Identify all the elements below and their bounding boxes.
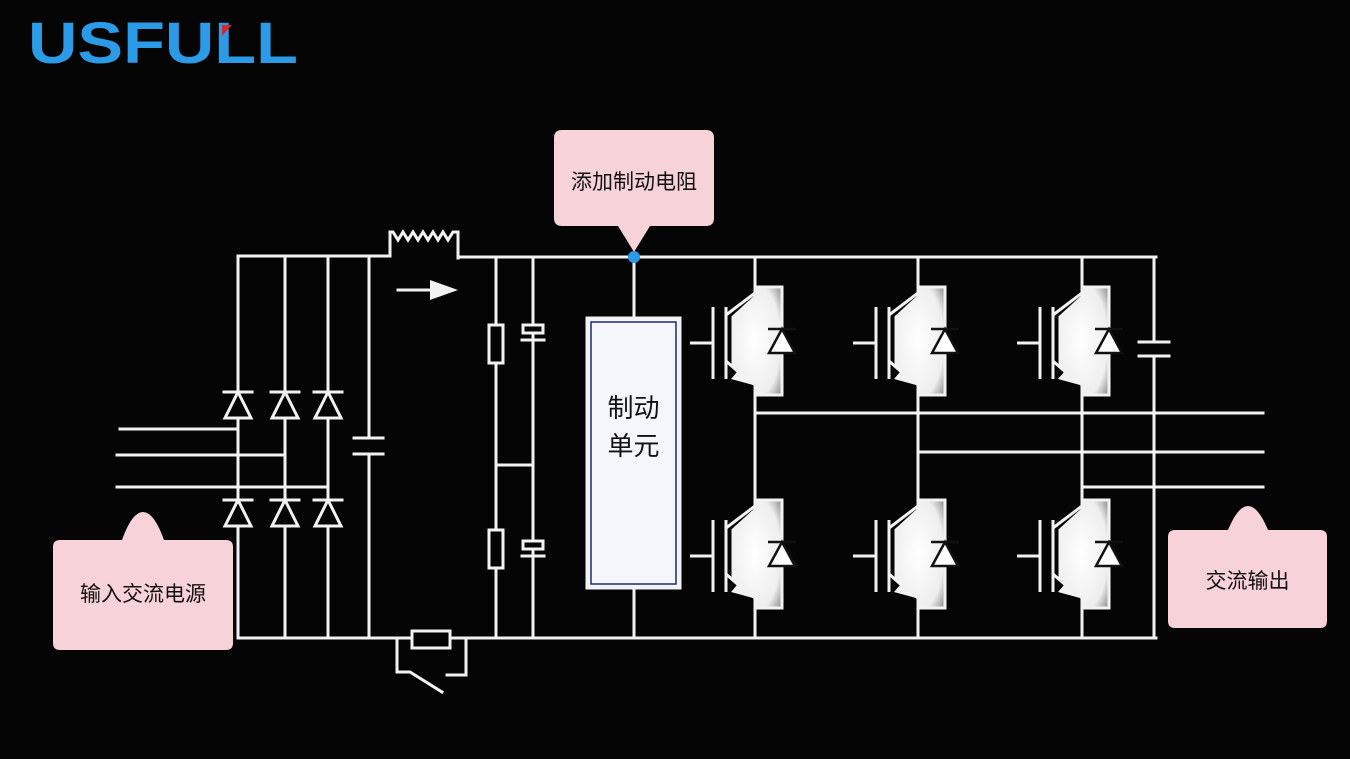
igbt-w-low (1017, 498, 1125, 610)
usfull-logo: USFULL (28, 14, 298, 74)
diode-d1 (222, 388, 254, 420)
output-capacitor (1080, 255, 1171, 640)
bypass-contactor (395, 629, 468, 695)
rectifier-top-rail (236, 230, 392, 640)
bypass-resistor (410, 629, 452, 650)
dc-capacitor-c2 (520, 323, 546, 342)
diode-d4 (222, 496, 254, 528)
igbt-modules (690, 285, 1125, 610)
balancing-resistor-r2 (487, 528, 505, 570)
ac-output-lines (753, 411, 1265, 489)
logo-red-accent (222, 25, 232, 36)
callout-ac-input (53, 512, 233, 650)
diode-d3 (312, 388, 344, 420)
precharge-resistor (388, 229, 460, 260)
diode-d2 (269, 388, 301, 420)
braking-node-dot (628, 251, 640, 263)
logo-text: USFULL (28, 11, 298, 76)
diode-d6 (312, 496, 344, 528)
dc-link-balancing (487, 255, 546, 640)
igbt-w-high (1017, 285, 1125, 397)
igbt-u-low (690, 498, 798, 610)
braking-unit-label: 制动 单元 (587, 390, 680, 466)
braking-unit-line1: 制动 (607, 394, 660, 424)
igbt-v-low (853, 498, 961, 610)
diode-d5 (269, 496, 301, 528)
ac-input-lines (115, 427, 330, 489)
igbt-u-high (690, 285, 798, 397)
igbt-v-high (853, 285, 961, 397)
braking-unit (585, 316, 682, 590)
callout-ac-output (1168, 506, 1327, 628)
rectifier-diodes (222, 388, 344, 528)
rectifier-bridge (236, 230, 392, 640)
callout-braking-resistor (554, 130, 714, 252)
dc-capacitor-c3 (520, 539, 546, 558)
current-direction-arrow-head (430, 280, 458, 300)
braking-unit-line2: 单元 (607, 432, 660, 462)
balancing-resistor-r1 (487, 323, 505, 365)
